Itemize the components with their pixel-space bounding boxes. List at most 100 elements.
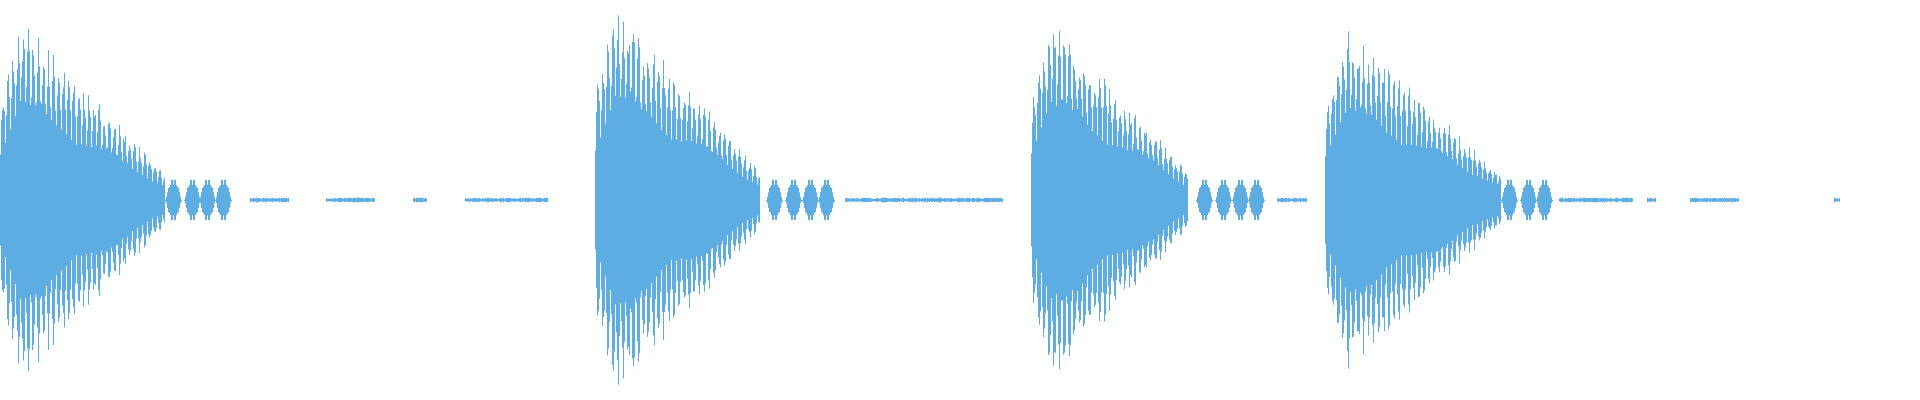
waveform-sample [922, 198, 923, 202]
waveform-sample [884, 197, 885, 203]
waveform-sample [596, 112, 597, 288]
waveform-sample [1081, 98, 1082, 302]
waveform-sample [1160, 140, 1161, 260]
waveform-sample [1089, 85, 1090, 315]
waveform-sample [662, 87, 663, 313]
waveform-sample [1546, 179, 1547, 221]
waveform-sample [821, 187, 822, 213]
waveform-sample [1548, 187, 1549, 213]
waveform-sample [1701, 198, 1702, 202]
waveform-sample [87, 130, 88, 270]
waveform-sample [513, 198, 514, 202]
waveform-sample [1411, 144, 1412, 256]
waveform-sample [18, 36, 19, 364]
waveform-sample [1058, 55, 1059, 345]
waveform-sample [1242, 179, 1243, 221]
waveform-sample [10, 129, 11, 271]
waveform-sample [1562, 197, 1563, 203]
waveform-sample [1039, 75, 1040, 325]
waveform-sample [1070, 54, 1071, 346]
waveform-sample [1132, 150, 1133, 250]
waveform-sample [768, 192, 769, 208]
waveform-sample [335, 198, 336, 202]
waveform-sample [197, 187, 198, 213]
waveform-sample [137, 172, 138, 228]
waveform-sample [914, 197, 915, 203]
waveform-sample [1136, 137, 1137, 263]
waveform-sample [1496, 174, 1497, 226]
waveform-sample [705, 117, 706, 283]
waveform-sample [877, 198, 878, 202]
waveform-sample [1618, 198, 1619, 202]
waveform-sample [1198, 192, 1199, 208]
waveform-sample [687, 121, 688, 279]
waveform-sample [126, 156, 127, 244]
waveform-sample [726, 155, 727, 245]
waveform-sample [647, 63, 648, 337]
waveform-sample [220, 184, 221, 216]
waveform-sample [685, 104, 686, 296]
waveform-sample [979, 198, 980, 202]
waveform-sample [930, 198, 931, 202]
waveform-sample [710, 131, 711, 269]
waveform-sample [228, 187, 229, 213]
waveform-sample [358, 197, 359, 203]
waveform-sample [689, 91, 690, 309]
waveform-sample [1168, 174, 1169, 226]
waveform-sample [1402, 110, 1403, 290]
waveform-sample [1357, 68, 1358, 332]
waveform-sample [911, 198, 912, 202]
waveform-sample [1579, 198, 1580, 202]
waveform-sample [1470, 157, 1471, 243]
waveform-sample [264, 198, 265, 202]
waveform-sample [1196, 200, 1197, 201]
waveform-sample [1032, 122, 1033, 278]
waveform-sample [1449, 125, 1450, 275]
waveform-sample [1510, 179, 1511, 221]
waveform-sample [925, 197, 926, 203]
waveform-sample [1055, 47, 1056, 353]
waveform-sample [1459, 136, 1460, 264]
waveform-sample [263, 197, 264, 203]
waveform-sample [55, 110, 56, 290]
waveform-sample [1604, 197, 1605, 203]
waveform-sample [718, 142, 719, 258]
waveform-sample [1288, 197, 1289, 203]
waveform-sample [713, 127, 714, 273]
waveform-sample [1138, 149, 1139, 251]
waveform-sample [484, 198, 485, 202]
waveform-sample [40, 101, 41, 299]
waveform-sample [258, 198, 259, 202]
waveform-sample [146, 164, 147, 236]
waveform-sample [1166, 158, 1167, 242]
waveform-sample [878, 198, 879, 202]
waveform-sample [1159, 149, 1160, 251]
waveform-sample [170, 184, 171, 216]
waveform-sample [50, 106, 51, 294]
waveform-sample [604, 89, 605, 311]
waveform-sample [185, 197, 186, 204]
waveform-sample [1098, 97, 1099, 303]
waveform-sample [1220, 184, 1221, 216]
waveform-sample [732, 168, 733, 232]
waveform-sample [779, 187, 780, 213]
waveform-sample [254, 198, 255, 202]
waveform-sample [698, 114, 699, 286]
waveform-sample [1521, 197, 1522, 204]
waveform-sample [181, 200, 182, 201]
waveform-sample [994, 198, 995, 202]
waveform-sample [919, 198, 920, 202]
waveform-sample [85, 118, 86, 282]
waveform-sample [735, 153, 736, 247]
waveform-sample [1483, 169, 1484, 231]
waveform-sample [1489, 171, 1490, 229]
waveform-sample [600, 137, 601, 263]
waveform-sample [261, 198, 262, 202]
waveform-sample [811, 179, 812, 221]
waveform-sample [1299, 198, 1300, 202]
waveform-sample [328, 198, 329, 202]
waveform-sample [810, 184, 811, 216]
waveform-sample [1001, 198, 1002, 202]
waveform-sample [1738, 198, 1739, 202]
waveform-sample [834, 200, 835, 201]
